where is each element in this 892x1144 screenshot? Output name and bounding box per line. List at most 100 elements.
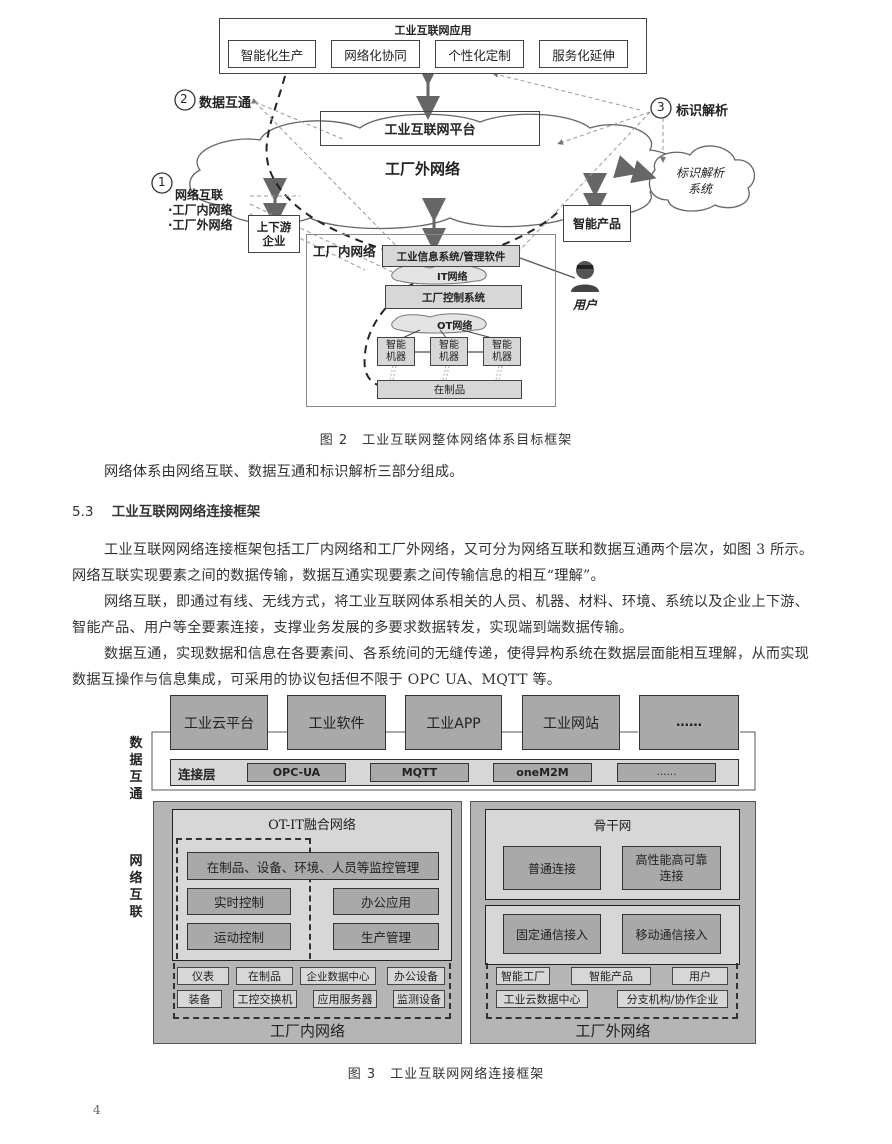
upstream-line: 企业 — [262, 234, 286, 248]
label-id-resolution: 标识解析 — [676, 104, 729, 119]
id-system-line: 标识解析 — [675, 166, 724, 180]
label-data-interop: 数据互通 — [199, 96, 252, 111]
app-industrial-app: 工业APP — [405, 695, 502, 750]
app-item-label: 智能化生产 — [240, 47, 304, 63]
factory-control-box: 工厂控制系统 — [385, 285, 522, 309]
app-label: …… — [676, 715, 702, 730]
label-circle-3: 3 — [657, 100, 665, 114]
info-system-box: 工业信息系统/管理软件 — [382, 245, 520, 267]
machine-line: 智能 — [386, 339, 406, 351]
paragraph-1: 网络体系由网络互联、数据互通和标识解析三部分组成。 — [104, 464, 464, 480]
internal-network-box — [306, 234, 556, 407]
protocol-label: …… — [656, 767, 677, 778]
device-smart-product: 智能产品 — [571, 967, 651, 985]
label-internal-net: ·工厂内网络 — [168, 203, 233, 217]
it-network-label: IT网络 — [437, 272, 468, 283]
app-more: …… — [639, 695, 739, 750]
figure-3-caption: 图 3 工业互联网网络连接框架 — [347, 1067, 545, 1082]
device-equipment: 装备 — [177, 990, 222, 1008]
fixed-access-box: 固定通信接入 — [503, 914, 601, 954]
app-industrial-website: 工业网站 — [522, 695, 620, 750]
side-char: 通 — [129, 787, 143, 802]
user-icon — [571, 261, 599, 292]
ot-it-fusion-title: OT-IT融合网络 — [268, 818, 356, 833]
smart-machine-1: 智能 机器 — [377, 337, 415, 366]
upstream-line: 上下游 — [256, 220, 292, 234]
id-system-cloud — [648, 145, 756, 212]
app-item-1: 智能化生产 — [228, 40, 316, 68]
protocol-label: oneM2M — [516, 766, 569, 779]
upstream-enterprise-box: 上下游 企业 — [248, 215, 300, 253]
internal-network-label: 工厂内网络 — [313, 244, 376, 259]
device-app-server: 应用服务器 — [313, 990, 377, 1008]
device-label: 工控交换机 — [237, 993, 293, 1006]
side-char: 网 — [129, 854, 143, 869]
id-system-line: 系统 — [687, 182, 712, 196]
app-item-label: 个性化定制 — [448, 47, 511, 63]
app-label: 工业APP — [426, 715, 481, 732]
side-char: 互 — [129, 888, 143, 903]
block-label: 高性能高可靠连接 — [635, 853, 708, 883]
id-system-label: 标识解析 系统 — [660, 165, 740, 197]
device-label: 用户 — [689, 970, 711, 983]
internal-network-footer: 工厂内网络 — [269, 1022, 345, 1040]
section-number: 5.3 — [72, 504, 94, 520]
motion-control-box: 运动控制 — [187, 923, 291, 950]
external-network-label: 工厂外网络 — [385, 160, 461, 178]
ot-network-label: OT网络 — [437, 321, 473, 332]
mobile-access-box: 移动通信接入 — [622, 914, 721, 954]
figure-2-caption: 图 2 工业互联网整体网络体系目标框架 — [319, 433, 573, 448]
device-label: 智能产品 — [589, 970, 633, 983]
smart-machine-3: 智能 机器 — [483, 337, 521, 366]
device-label: 办公设备 — [394, 970, 438, 983]
device-label: 在制品 — [248, 970, 281, 983]
protocol-label: MQTT — [401, 766, 438, 779]
app-label: 工业网站 — [543, 715, 599, 732]
high-reliability-connection-box: 高性能高可靠连接 — [622, 846, 721, 890]
device-office-equipment: 办公设备 — [387, 967, 445, 985]
protocol-onem2m: oneM2M — [493, 763, 592, 782]
paragraph-4: 数据互通，实现数据和信息在各要素间、各系统间的无缝传递，使得异构系统在数据层面能… — [72, 646, 809, 688]
platform-box: 工业互联网平台 — [320, 111, 540, 146]
wip-label: 在制品 — [433, 384, 466, 396]
block-label: 办公应用 — [360, 895, 411, 910]
side-char: 数 — [129, 736, 143, 751]
device-wip: 在制品 — [236, 967, 293, 985]
device-user: 用户 — [672, 967, 728, 985]
app-layer-title: 工业互联网应用 — [394, 24, 472, 37]
label-circle-2: 2 — [180, 92, 188, 106]
block-label: 移动通信接入 — [635, 927, 708, 942]
side-char: 络 — [129, 871, 143, 886]
device-cloud-dc: 工业云数据中心 — [496, 990, 588, 1008]
page-number: 4 — [93, 1103, 101, 1117]
app-label: 工业云平台 — [184, 715, 254, 732]
side-char: 互 — [129, 770, 143, 785]
machine-line: 机器 — [386, 351, 406, 363]
device-label: 工业云数据中心 — [503, 993, 581, 1006]
smart-machine-2: 智能 机器 — [430, 337, 468, 366]
normal-connection-box: 普通连接 — [503, 846, 601, 890]
app-item-label: 服务化延伸 — [552, 47, 615, 63]
backbone-title: 骨干网 — [593, 818, 632, 833]
app-item-4: 服务化延伸 — [539, 40, 628, 68]
smart-product-label: 智能产品 — [572, 217, 621, 231]
realtime-control-box: 实时控制 — [187, 888, 291, 915]
paragraph-3: 网络互联，即通过有线、无线方式，将工业互联网体系相关的人员、机器、材料、环境、系… — [72, 594, 809, 636]
device-meter: 仪表 — [177, 967, 229, 985]
block-label: 普通连接 — [527, 861, 576, 876]
device-label: 装备 — [188, 993, 211, 1006]
device-label: 分支机构/协作企业 — [626, 993, 719, 1006]
block-label: 实时控制 — [213, 895, 264, 910]
device-branch-partners: 分支机构/协作企业 — [617, 990, 728, 1008]
monitor-label: 在制品、设备、环境、人员等监控管理 — [206, 859, 420, 875]
platform-label: 工业互联网平台 — [384, 123, 476, 138]
device-monitoring: 监测设备 — [393, 990, 445, 1008]
external-devices-dashed — [486, 963, 738, 1019]
connection-layer-label: 连接层 — [178, 767, 216, 782]
device-enterprise-dc: 企业数据中心 — [300, 967, 376, 985]
device-smart-factory: 智能工厂 — [496, 967, 550, 985]
user-label: 用户 — [573, 298, 598, 312]
device-label: 监测设备 — [397, 993, 441, 1006]
net-interconnect-side-label: 网 络 互 联 — [128, 853, 144, 921]
machine-line: 机器 — [492, 351, 512, 363]
